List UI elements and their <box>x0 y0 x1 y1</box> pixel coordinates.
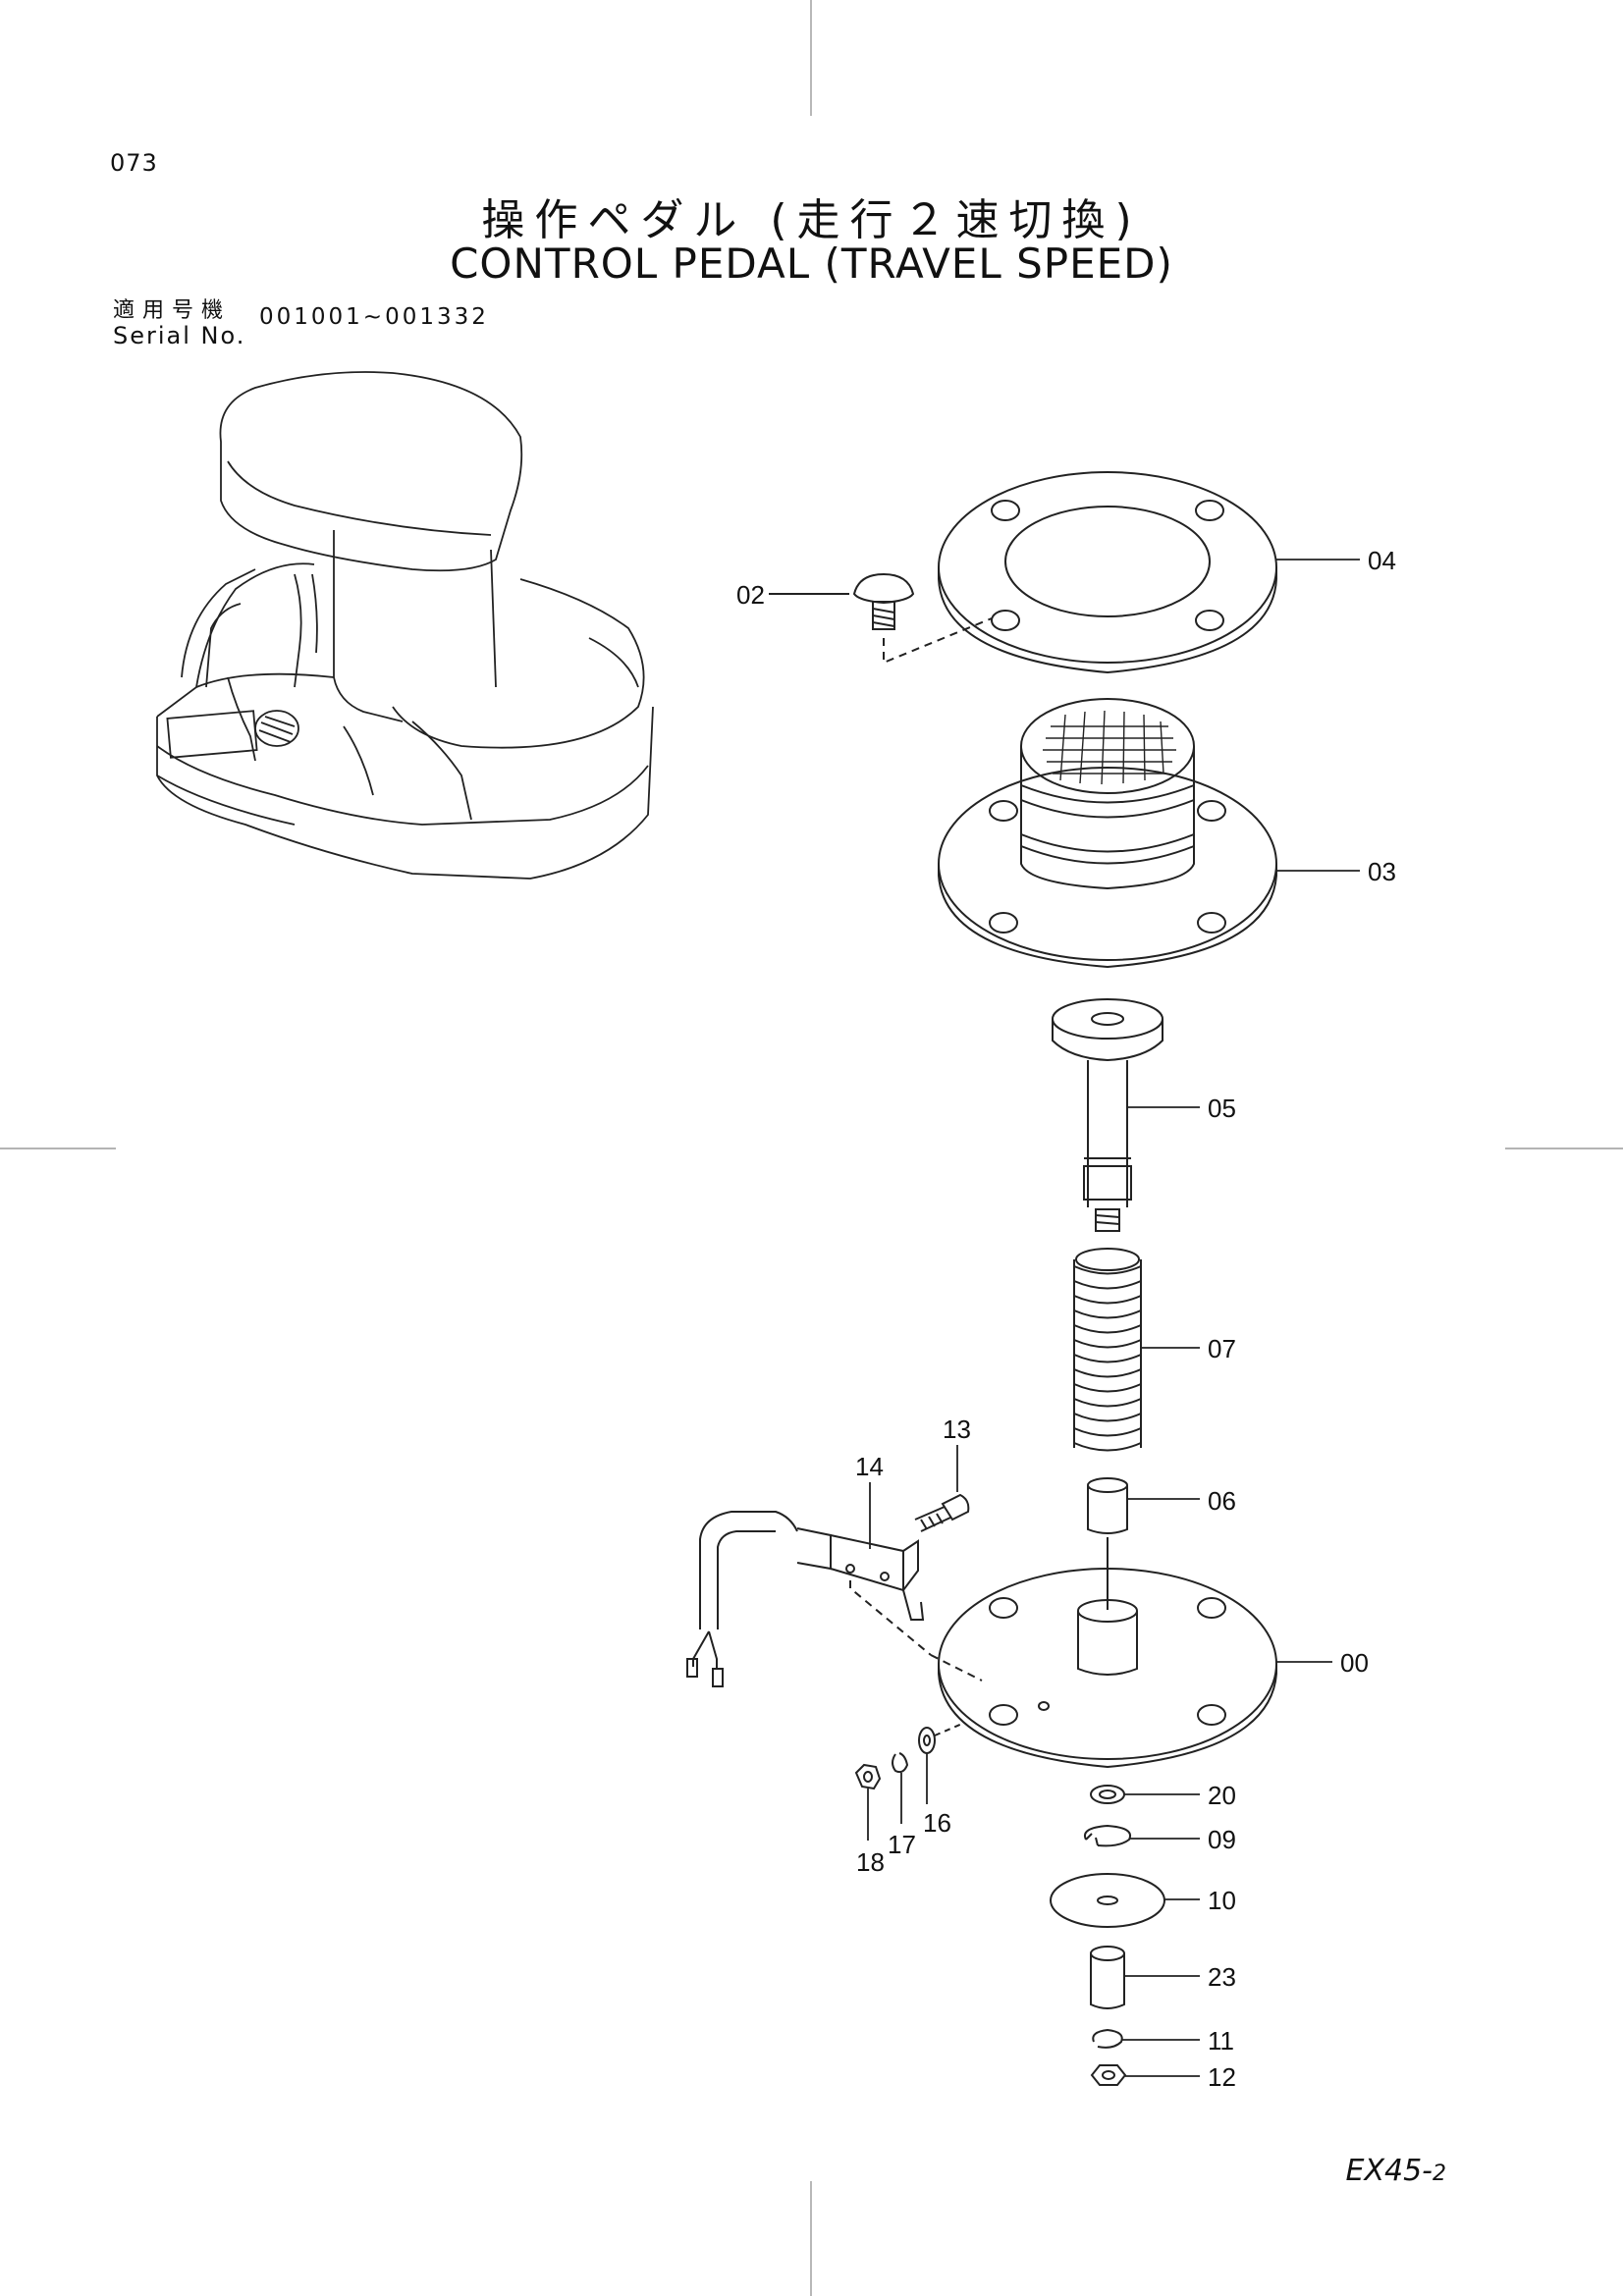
title-japanese: 操作ペダル (走行２速切換) <box>481 195 1142 245</box>
part-10-plate <box>1050 1873 1165 1928</box>
part-16-washer <box>918 1723 963 1754</box>
callout-02: 02 <box>736 580 765 610</box>
serial-range: 001001~001332 <box>259 304 489 330</box>
model-code: EX45-2 <box>1345 2154 1446 2188</box>
callout-10: 10 <box>1208 1886 1236 1915</box>
serial-label-english: Serial No. <box>113 322 246 349</box>
part-00-base-plate <box>938 1568 1277 1769</box>
part-18-nut <box>854 1763 882 1790</box>
callout-00: 00 <box>1340 1648 1369 1678</box>
part-07-spring <box>1073 1248 1142 1452</box>
part-23-collar <box>1090 1946 1125 2009</box>
part-13-bolt <box>914 1493 970 1532</box>
callout-16: 16 <box>923 1808 951 1838</box>
part-03-pad <box>938 698 1277 969</box>
part-09-snap-ring <box>1084 1824 1131 1847</box>
page-number: 073 <box>110 149 158 177</box>
callout-23: 23 <box>1208 1962 1236 1992</box>
part-06-collar <box>1087 1477 1128 1610</box>
callout-07: 07 <box>1208 1334 1236 1363</box>
part-14-switch <box>686 1511 983 1687</box>
leader-lines <box>867 559 1360 2077</box>
part-04-plate <box>938 471 1277 674</box>
callout-11: 11 <box>1208 2026 1234 2056</box>
part-02-screw <box>769 572 993 665</box>
callout-14: 14 <box>855 1452 884 1481</box>
callout-12: 12 <box>1208 2062 1236 2092</box>
model-code-main: EX45- <box>1345 2154 1433 2188</box>
callout-18: 18 <box>856 1847 885 1877</box>
title-english: CONTROL PEDAL (TRAVEL SPEED) <box>450 240 1173 288</box>
callout-05: 05 <box>1208 1094 1236 1123</box>
callout-20: 20 <box>1208 1781 1236 1810</box>
part-11-lock-washer <box>1092 2028 1123 2049</box>
part-20-washer <box>1090 1785 1125 1804</box>
serial-label-japanese: 適用号機 <box>113 298 232 323</box>
callout-17: 17 <box>888 1830 916 1859</box>
callout-03: 03 <box>1368 857 1396 886</box>
part-05-pin <box>1052 998 1163 1232</box>
callout-06: 06 <box>1208 1486 1236 1516</box>
excavator-seat-illustration <box>156 371 654 880</box>
part-17-spring-washer <box>892 1752 909 1774</box>
callout-13: 13 <box>943 1415 971 1444</box>
part-12-nut <box>1090 2064 1127 2086</box>
callout-09: 09 <box>1208 1825 1236 1854</box>
callout-04: 04 <box>1368 546 1396 575</box>
model-code-suffix: 2 <box>1433 2162 1446 2186</box>
callouts: 00 02 03 04 05 06 07 09 10 11 12 13 14 1… <box>736 546 1396 2092</box>
